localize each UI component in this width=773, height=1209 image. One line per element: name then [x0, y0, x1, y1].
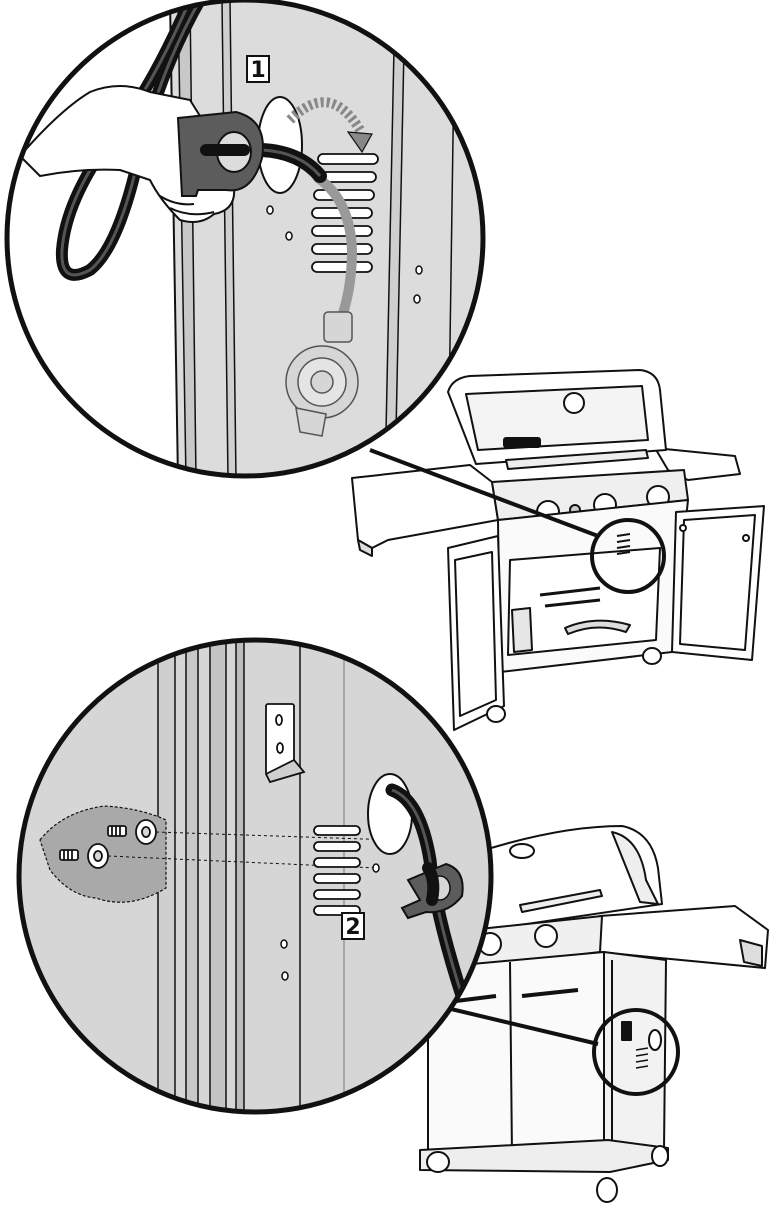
detail-callout-ring-1 — [590, 518, 666, 594]
callout-leader-1 — [369, 448, 599, 538]
left-door — [447, 535, 505, 731]
wall-bracket — [264, 703, 306, 784]
hose-retention-bracket-icon — [400, 862, 464, 920]
caster-wheel — [426, 1151, 450, 1173]
caster-wheel — [651, 1145, 669, 1167]
gas-hose-faded — [313, 173, 358, 327]
caster-wheel — [642, 647, 662, 665]
cabinet-side — [603, 951, 667, 1151]
routing-arrow — [286, 97, 365, 133]
callout-leader-2 — [429, 1002, 599, 1046]
step-2-number: 2 — [345, 915, 360, 940]
mounting-hole — [266, 205, 423, 304]
lid-thermometer — [563, 392, 585, 414]
detail-frame-2 — [16, 637, 494, 1115]
screw-and-washer-icon — [59, 819, 157, 869]
lid-handle — [505, 449, 649, 470]
alignment-guide — [155, 831, 395, 841]
frame-column — [157, 640, 176, 1112]
step-1-number: 1 — [250, 58, 265, 83]
grill-side-view — [419, 825, 769, 1203]
step-1-badge: 1 — [246, 55, 270, 83]
detail-callout-ring-2 — [592, 1008, 680, 1096]
step-2-badge: 2 — [341, 912, 365, 940]
detail-view-step-1: 1 — [4, 0, 486, 479]
control-knob — [534, 924, 558, 948]
grill-front-view — [351, 369, 765, 731]
detail-frame-1 — [4, 0, 486, 479]
right-door — [671, 505, 765, 661]
detail-view-step-2: 2 — [16, 637, 494, 1115]
hose-retention-bracket-icon — [176, 110, 264, 197]
gas-regulator-icon — [285, 311, 359, 437]
caster-wheel — [596, 1177, 618, 1203]
lid-handle — [519, 889, 603, 913]
door-handle — [521, 988, 579, 998]
caster-wheel — [486, 705, 506, 723]
left-side-table — [351, 464, 499, 549]
vent-slots — [313, 825, 361, 916]
